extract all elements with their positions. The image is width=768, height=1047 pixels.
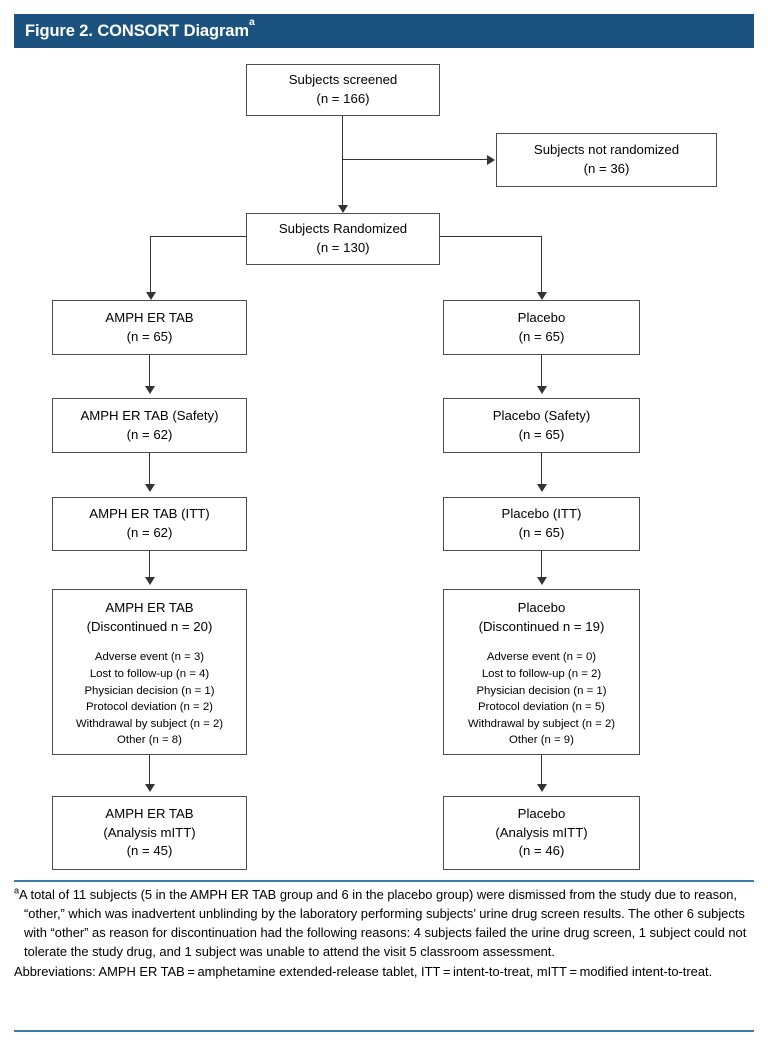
reason-item: Lost to follow-up (n = 2) xyxy=(481,668,602,680)
arrowhead-placebo-itt xyxy=(537,484,547,492)
reason-item: Protocol deviation (n = 5) xyxy=(478,701,605,714)
node-placebo-itt: Placebo (ITT) (n = 65) xyxy=(443,497,640,551)
node-count: (n = 166) xyxy=(316,91,370,106)
reason-item: Adverse event (n = 0) xyxy=(486,651,597,664)
connector-split-left xyxy=(150,236,247,238)
footnote-divider-top xyxy=(14,880,754,882)
node-count: (n = 65) xyxy=(518,328,565,344)
page-title: Figure 2. CONSORT Diagrama xyxy=(14,17,255,41)
placebo-discontinuation-reasons: Adverse event (n = 0) Lost to follow-up … xyxy=(468,649,615,748)
node-count: (n = 62) xyxy=(126,426,173,442)
footnote-divider-bottom xyxy=(14,1030,754,1032)
footnote-note-text: A total of 11 subjects (5 in the AMPH ER… xyxy=(19,887,747,959)
reason-item: Adverse event (n = 3) xyxy=(94,651,205,664)
connector-split-right-drop xyxy=(541,236,543,296)
node-amph-discontinued: AMPH ER TAB (Discontinued n = 20) Advers… xyxy=(52,589,247,755)
connector-to-not-randomized xyxy=(342,159,488,161)
node-placebo-safety: Placebo (Safety) (n = 65) xyxy=(443,398,640,453)
reason-item: Lost to follow-up (n = 4) xyxy=(89,668,210,680)
node-subjects-not-randomized: Subjects not randomized (n = 36) xyxy=(496,133,717,187)
node-count: (n = 45) xyxy=(126,843,173,859)
connector-split-right xyxy=(439,236,542,238)
footnote-abbreviations: Abbreviations: AMPH ER TAB = amphetamine… xyxy=(14,963,713,979)
consort-flow-diagram: Subjects screened (n = 166) Subjects not… xyxy=(0,48,768,880)
node-label: AMPH ER TAB xyxy=(105,309,194,325)
node-placebo-enrolled: Placebo (n = 65) xyxy=(443,300,640,355)
node-label: Placebo xyxy=(517,805,566,821)
arrowhead-to-placebo xyxy=(537,292,547,300)
reason-item: Other (n = 9) xyxy=(509,734,574,747)
node-count: (n = 36) xyxy=(583,161,630,176)
node-count: (n = 65) xyxy=(126,328,173,344)
arrowhead-amph-mitt xyxy=(145,784,155,792)
node-label: Subjects Randomized xyxy=(278,221,408,237)
node-count: (n = 65) xyxy=(518,525,565,540)
reason-item: Physician decision (n = 1) xyxy=(84,684,215,697)
connector-placebo-enrolled-to-safety xyxy=(541,355,543,390)
node-subtitle: (Analysis mITT) xyxy=(103,824,196,840)
reason-item: Withdrawal by subject (n = 2) xyxy=(75,717,224,730)
connector-split-left-drop xyxy=(150,236,152,296)
node-subjects-screened: Subjects screened (n = 166) xyxy=(246,64,440,116)
reason-item: Withdrawal by subject (n = 2) xyxy=(467,717,616,730)
node-label: AMPH ER TAB xyxy=(105,600,194,615)
node-count: (n = 46) xyxy=(518,843,565,859)
node-label: Subjects screened xyxy=(288,72,398,88)
node-label: Placebo (Safety) xyxy=(492,407,591,423)
arrowhead-placebo-disc xyxy=(537,577,547,585)
reason-item: Protocol deviation (n = 2) xyxy=(86,701,213,714)
node-amph-mitt: AMPH ER TAB (Analysis mITT) (n = 45) xyxy=(52,796,247,870)
node-placebo-mitt: Placebo (Analysis mITT) (n = 46) xyxy=(443,796,640,870)
reason-item: Physician decision (n = 1) xyxy=(476,684,607,697)
connector-placebo-safety-to-itt xyxy=(541,453,543,488)
node-label: Subjects not randomized xyxy=(533,142,680,158)
node-count: (n = 130) xyxy=(316,240,370,255)
footnote-marker: a xyxy=(14,885,20,896)
node-count: (n = 62) xyxy=(126,525,173,540)
node-amph-enrolled: AMPH ER TAB (n = 65) xyxy=(52,300,247,355)
node-label: Placebo (ITT) xyxy=(501,506,582,522)
figure-title-superscript: a xyxy=(248,16,255,28)
node-placebo-discontinued: Placebo (Discontinued n = 19) Adverse ev… xyxy=(443,589,640,755)
connector-amph-itt-to-disc xyxy=(149,551,151,581)
node-count: (n = 65) xyxy=(518,426,565,442)
connector-amph-disc-to-mitt xyxy=(149,755,151,788)
figure-title-bar: Figure 2. CONSORT Diagrama xyxy=(14,14,754,48)
footnote-block: aA total of 11 subjects (5 in the AMPH E… xyxy=(14,886,758,982)
connector-amph-enrolled-to-safety xyxy=(149,355,151,390)
arrowhead-amph-itt xyxy=(145,484,155,492)
node-label: Placebo xyxy=(517,600,566,615)
node-amph-itt: AMPH ER TAB (ITT) (n = 62) xyxy=(52,497,247,551)
node-subtitle: (Analysis mITT) xyxy=(495,824,588,840)
connector-placebo-disc-to-mitt xyxy=(541,755,543,788)
arrowhead-to-not-randomized xyxy=(487,155,495,165)
connector-amph-safety-to-itt xyxy=(149,453,151,488)
node-subjects-randomized: Subjects Randomized (n = 130) xyxy=(246,213,440,265)
node-amph-safety: AMPH ER TAB (Safety) (n = 62) xyxy=(52,398,247,453)
reason-item: Other (n = 8) xyxy=(117,734,182,747)
node-label: AMPH ER TAB xyxy=(105,805,194,821)
connector-placebo-itt-to-disc xyxy=(541,551,543,581)
arrowhead-to-amph xyxy=(146,292,156,300)
node-subtitle: (Discontinued n = 19) xyxy=(478,618,605,634)
node-subtitle: (Discontinued n = 20) xyxy=(86,618,213,634)
node-label: Placebo xyxy=(517,309,566,325)
arrowhead-to-randomized xyxy=(338,205,348,213)
arrowhead-placebo-mitt xyxy=(537,784,547,792)
node-label: AMPH ER TAB (ITT) xyxy=(89,506,210,522)
node-label: AMPH ER TAB (Safety) xyxy=(80,407,219,423)
arrowhead-placebo-safety xyxy=(537,386,547,394)
footnote-note: aA total of 11 subjects (5 in the AMPH E… xyxy=(14,886,758,962)
arrowhead-amph-safety xyxy=(145,386,155,394)
figure-title-text: Figure 2. CONSORT Diagram xyxy=(25,21,249,40)
arrowhead-amph-disc xyxy=(145,577,155,585)
connector-screened-to-randomized xyxy=(342,116,344,209)
amph-discontinuation-reasons: Adverse event (n = 3) Lost to follow-up … xyxy=(76,649,223,748)
